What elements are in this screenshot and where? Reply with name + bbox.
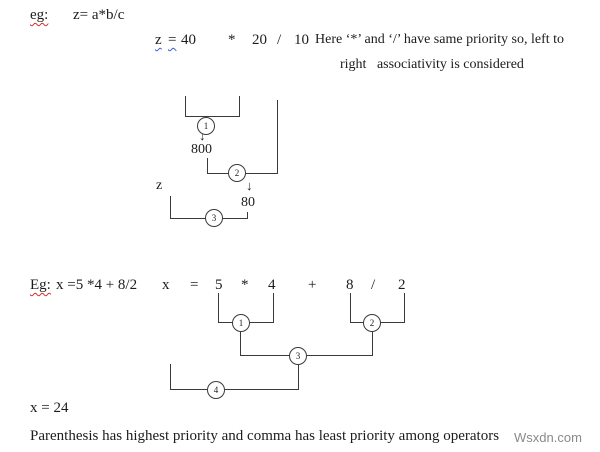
watermark: Wsxdn.com: [514, 430, 582, 445]
intermediate-value-800: 800: [191, 142, 212, 157]
priority-note-line1: Here ‘*’ and ‘/’ have same priority so, …: [315, 32, 565, 47]
expr1-token: z: [155, 32, 162, 48]
expr1-token: /: [277, 32, 282, 48]
variable-z-label: z: [156, 178, 163, 193]
evaluation-bracket-line: [277, 100, 278, 173]
expr2-token: 2: [398, 277, 406, 293]
evaluation-bracket-line: [207, 158, 208, 173]
expr1-token: 20: [252, 32, 267, 48]
step-circle-1: 1: [232, 314, 250, 332]
example2-formula: x =5 *4 + 8/2: [56, 277, 138, 293]
step-circle-1: 1: [197, 117, 215, 135]
evaluation-bracket: [185, 96, 240, 117]
expr2-token: =: [190, 277, 199, 293]
down-arrow-icon: ↓: [246, 178, 253, 193]
expr1-token: 10: [294, 32, 309, 48]
expr2-token: 4: [268, 277, 276, 293]
example1-label: eg:: [30, 7, 49, 23]
expr2-token: 5: [215, 277, 223, 293]
evaluation-bracket: [170, 364, 299, 390]
intermediate-value-80: 80: [240, 194, 256, 212]
expr1-token: 40: [181, 32, 196, 48]
step-circle-2: 2: [228, 164, 246, 182]
example1-formula: z= a*b/c: [73, 7, 125, 23]
expr2-token: 8: [346, 277, 354, 293]
expr2-token: *: [241, 277, 249, 293]
step-circle-2: 2: [363, 314, 381, 332]
down-arrow-icon: ↓: [199, 128, 206, 143]
footer-note: Parenthesis has highest priority and com…: [30, 428, 500, 444]
result-text: x = 24: [30, 400, 69, 416]
expr2-token: /: [371, 277, 376, 293]
example2-label: Eg:: [30, 277, 51, 293]
expr1-token: =: [168, 32, 177, 48]
expr2-token: x: [162, 277, 170, 293]
step-circle-3: 3: [289, 347, 307, 365]
expr1-token: *: [228, 32, 236, 48]
expr2-token: +: [308, 277, 317, 293]
priority-note-line2: right associativity is considered: [340, 57, 524, 72]
step-circle-4: 4: [207, 381, 225, 399]
step-circle-3: 3: [205, 209, 223, 227]
